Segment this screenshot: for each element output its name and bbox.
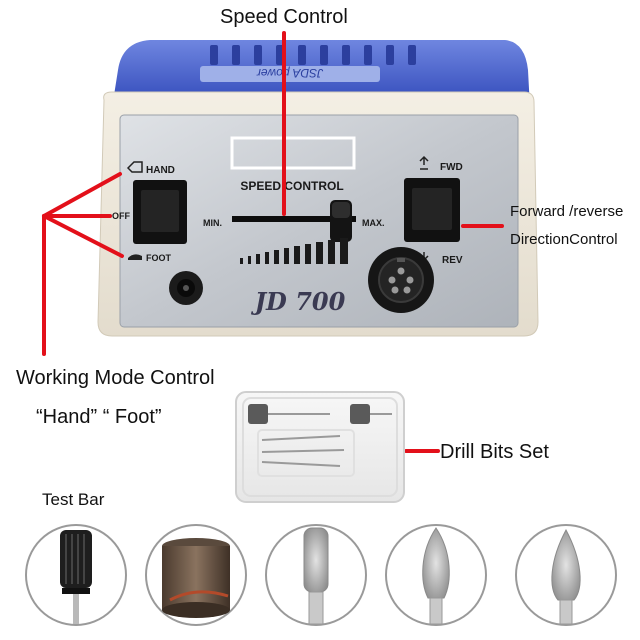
speed-ramp-scale bbox=[240, 238, 348, 264]
off-label: OFF bbox=[112, 211, 130, 221]
hand-foot-callout: “Hand” “ Foot” bbox=[36, 406, 162, 428]
foot-pedal-jack[interactable] bbox=[169, 271, 203, 305]
direction-control-callout: DirectionControl bbox=[510, 231, 618, 248]
fwd-label: FWD bbox=[440, 162, 463, 173]
slider-track bbox=[232, 216, 356, 222]
vent-grille bbox=[210, 45, 416, 65]
foot-label: FOOT bbox=[146, 253, 171, 263]
fwd-icon bbox=[419, 155, 429, 170]
speed-control-callout: Speed Control bbox=[220, 6, 348, 28]
annotation-lines bbox=[42, 31, 504, 453]
max-label: MAX. bbox=[362, 218, 385, 228]
working-mode-callout: Working Mode Control bbox=[16, 367, 215, 389]
mode-switch[interactable] bbox=[133, 180, 187, 244]
speed-control-label: SPEED CONTROL bbox=[240, 179, 343, 193]
speed-slider-knob[interactable] bbox=[330, 200, 352, 242]
test-bar-bit bbox=[60, 530, 92, 624]
hand-icon bbox=[126, 161, 143, 173]
test-bar-callout: Test Bar bbox=[42, 490, 105, 509]
min-label: MIN. bbox=[203, 218, 222, 228]
flame-diamond-bit bbox=[422, 527, 450, 625]
handpiece-socket[interactable] bbox=[368, 247, 434, 313]
hand-pointer-line bbox=[42, 172, 122, 218]
display-window bbox=[230, 136, 356, 170]
cylinder-diamond-bit bbox=[303, 527, 329, 625]
sanding-band-bit bbox=[162, 538, 230, 618]
brand-strip-text: JSDA power bbox=[256, 66, 324, 80]
rev-label: REV bbox=[442, 255, 463, 266]
hand-label: HAND bbox=[146, 165, 175, 176]
brand-strip bbox=[200, 66, 380, 82]
drill-bits-set-callout: Drill Bits Set bbox=[440, 441, 549, 463]
cone-diamond-bit bbox=[551, 528, 581, 625]
drill-bits-case bbox=[235, 391, 405, 503]
direction-switch[interactable] bbox=[404, 178, 460, 242]
forward-reverse-callout: Forward /reverse bbox=[510, 203, 624, 220]
model-name: JD 700 bbox=[251, 287, 346, 316]
foot-pointer-line bbox=[42, 214, 124, 258]
drill-control-unit: JSDA power SPEED CONTROL HAND OFF FOOT M… bbox=[97, 40, 539, 337]
foot-icon bbox=[128, 254, 142, 260]
